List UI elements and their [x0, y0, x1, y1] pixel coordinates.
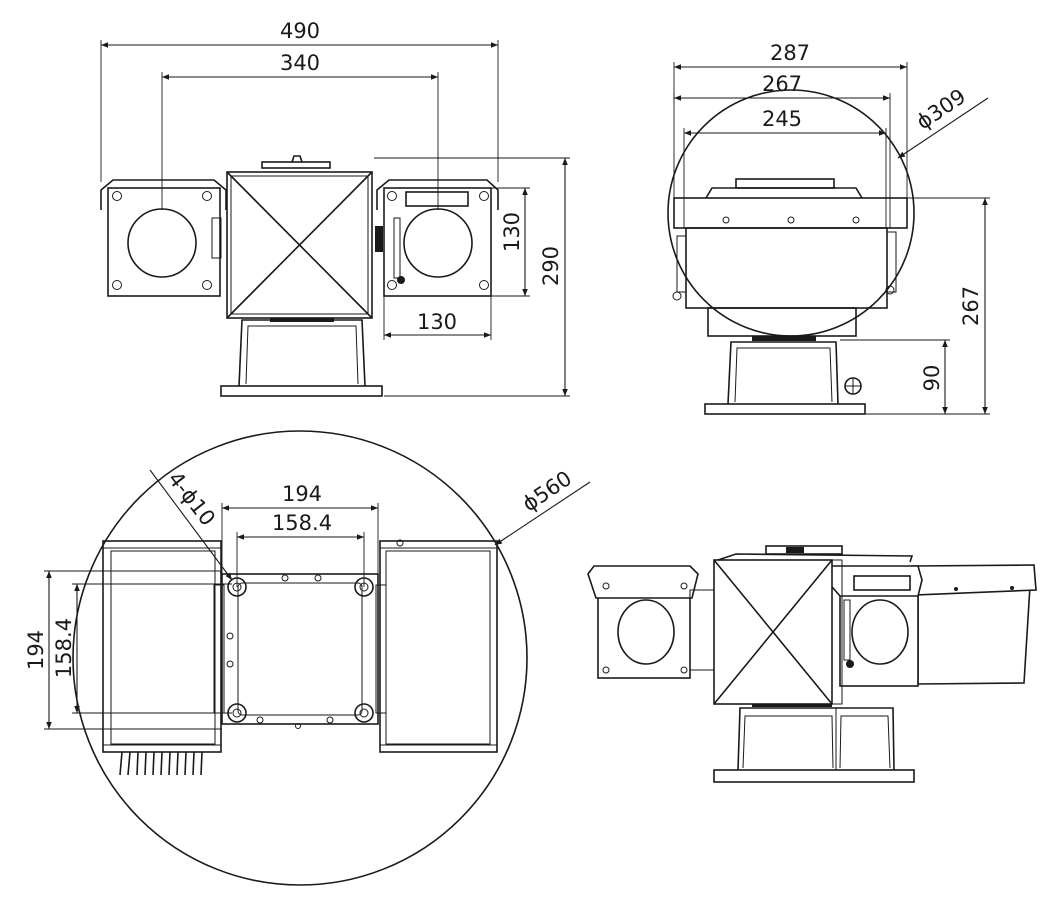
front-view: 490 340 130 290 130	[100, 19, 570, 397]
persp-pedestal	[737, 707, 895, 771]
top-bolt-holes	[227, 577, 374, 723]
top-view: 194 158.4 4-ϕ10 ϕ560 194 158.4	[24, 430, 591, 886]
dim-label-194-vertical: 194	[24, 630, 48, 670]
front-pedestal	[238, 319, 366, 387]
dim-label-130-horizontal: 130	[417, 310, 457, 334]
perspective-view	[587, 545, 1037, 783]
front-left-camera-housing	[107, 187, 221, 297]
top-left-camera-housing	[102, 540, 222, 753]
dim-label-290: 290	[539, 246, 563, 286]
persp-label-plate	[853, 575, 911, 591]
front-center-housing	[226, 171, 373, 319]
dim-label-158-vertical: 158.4	[52, 618, 76, 678]
dim-leader-560	[494, 481, 591, 546]
front-right-window	[403, 208, 473, 278]
front-left-sunshade	[100, 179, 227, 210]
persp-base-plate	[713, 769, 915, 783]
dim-label-phi309: ϕ309	[912, 84, 970, 134]
front-top-handle	[261, 161, 331, 169]
dim-label-245: 245	[762, 107, 802, 131]
persp-left-sunshade	[587, 565, 699, 599]
top-center-body	[221, 573, 379, 725]
dim-label-287: 287	[770, 41, 810, 65]
top-swing-circle	[72, 430, 528, 886]
side-base-plate	[704, 403, 866, 415]
top-heat-sink-fins	[119, 751, 203, 776]
persp-right-sunshade	[911, 564, 1037, 596]
persp-right-window	[851, 599, 909, 665]
dim-leader-4-phi10	[149, 469, 233, 581]
persp-right-body	[917, 585, 1031, 685]
side-main-body	[685, 227, 888, 309]
side-sunshade	[673, 197, 908, 229]
side-pedestal	[727, 341, 839, 405]
side-view: 287 267 245 ϕ309 267 90	[667, 41, 990, 415]
dim-label-490: 490	[280, 19, 320, 43]
top-right-camera-housing	[379, 540, 498, 753]
dim-label-194-horizontal: 194	[282, 482, 322, 506]
persp-left-camera	[597, 589, 691, 679]
dim-label-267-vertical: 267	[959, 286, 983, 326]
front-left-window	[127, 208, 197, 278]
front-base-plate	[220, 385, 383, 397]
dim-label-340: 340	[280, 51, 320, 75]
dim-leader-309	[897, 97, 989, 159]
dim-label-90: 90	[920, 365, 944, 392]
side-lower-body	[707, 307, 857, 337]
dim-label-130-vertical: 130	[500, 212, 524, 252]
dim-label-158-horizontal: 158.4	[272, 511, 332, 535]
front-turntable-ring	[270, 318, 334, 322]
persp-right-camera	[839, 591, 919, 687]
front-right-camera-housing	[383, 187, 492, 297]
front-pedestal-inner	[245, 325, 359, 385]
dim-label-267-horizontal: 267	[762, 72, 802, 96]
front-right-label-plate	[405, 191, 469, 207]
persp-left-window	[617, 599, 675, 665]
dim-label-phi560: ϕ560	[518, 466, 576, 516]
